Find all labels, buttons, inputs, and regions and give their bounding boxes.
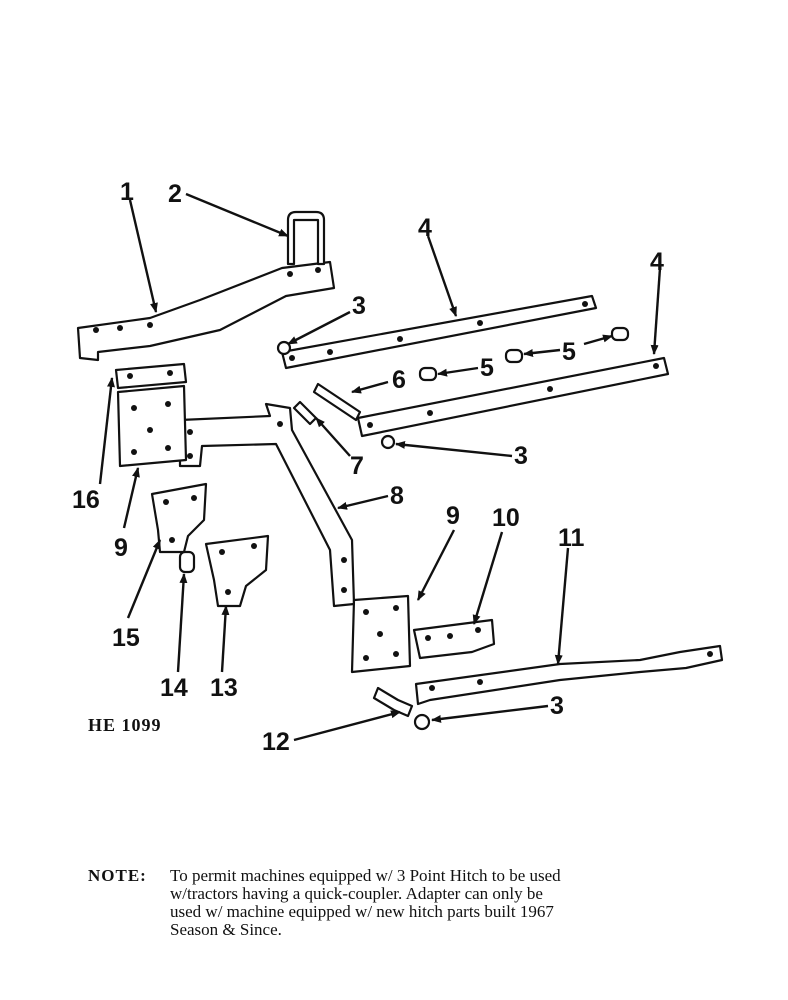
callout-14: 14 xyxy=(160,674,188,702)
note-line: To permit machines equipped w/ 3 Point H… xyxy=(170,866,561,885)
part-7-bushing xyxy=(292,400,318,426)
callout-6: 6 xyxy=(392,366,406,394)
part-3-pins xyxy=(276,340,431,731)
callout-9-left: 9 xyxy=(114,534,128,562)
part-6-long-pin xyxy=(312,382,362,422)
callout-3-middle: 3 xyxy=(514,442,528,470)
part-2-u-bolt xyxy=(286,210,326,266)
callout-11: 11 xyxy=(558,524,585,552)
part-9-lower-plate xyxy=(350,594,412,674)
callout-2: 2 xyxy=(168,180,182,208)
part-11-right-arm xyxy=(414,644,724,706)
part-5-pins xyxy=(418,326,630,382)
part-4-lower-link xyxy=(356,356,670,438)
part-8-center-bracket xyxy=(178,402,356,608)
note-body: To permit machines equipped w/ 3 Point H… xyxy=(170,867,740,939)
part-12-stud xyxy=(372,686,414,718)
callout-3-lower: 3 xyxy=(550,692,564,720)
part-13-bracket xyxy=(204,534,270,608)
callout-5-left: 5 xyxy=(480,354,494,382)
callout-8: 8 xyxy=(390,482,404,510)
part-14-pin xyxy=(178,550,196,574)
part-1-left-arm xyxy=(76,260,336,362)
callout-4-lower: 4 xyxy=(650,248,664,276)
part-4-upper-link xyxy=(280,294,598,370)
callout-9-right: 9 xyxy=(446,502,460,530)
callout-10: 10 xyxy=(492,504,520,532)
note-line: Season & Since. xyxy=(170,920,282,939)
part-16-bracket xyxy=(114,362,188,390)
callout-labels: 1 2 3 3 3 4 4 5 5 6 7 8 9 9 10 11 12 13 … xyxy=(72,178,664,756)
callout-7: 7 xyxy=(350,452,364,480)
callout-16: 16 xyxy=(72,486,100,514)
part-10-adapter xyxy=(412,618,496,660)
callout-15: 15 xyxy=(112,624,140,652)
leader-lines xyxy=(98,192,662,742)
note-line: w/tractors having a quick-coupler. Adapt… xyxy=(170,884,543,903)
note-label: NOTE: xyxy=(88,866,147,885)
callout-5-right: 5 xyxy=(562,338,576,366)
callout-12: 12 xyxy=(262,728,290,756)
part-9-upper-plate xyxy=(116,384,188,468)
callout-13: 13 xyxy=(210,674,238,702)
note-line: used w/ machine equipped w/ new hitch pa… xyxy=(170,902,554,921)
callout-4-upper: 4 xyxy=(418,214,432,242)
callout-3-upper: 3 xyxy=(352,292,366,320)
callout-1: 1 xyxy=(120,178,134,206)
part-15-bracket xyxy=(150,482,208,554)
figure-code: HE 1099 xyxy=(88,715,162,735)
